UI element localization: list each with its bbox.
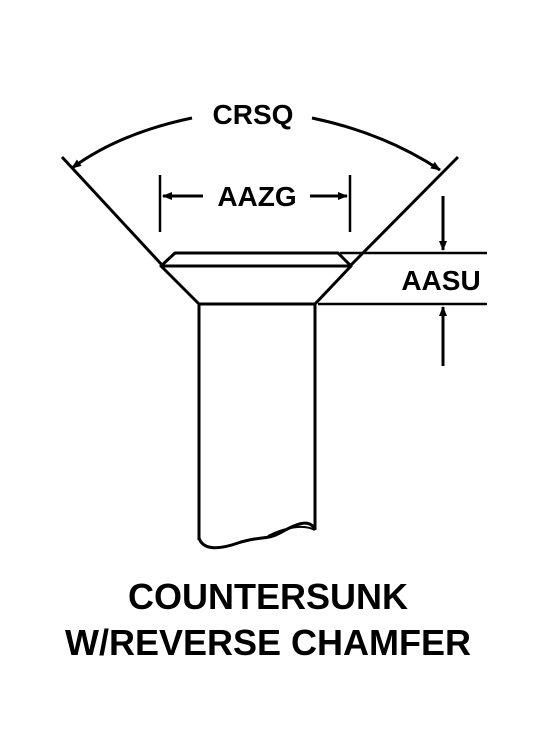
right-angle-line [349, 155, 460, 267]
head-height-label: AASU [401, 265, 480, 296]
angle-label: CRSQ [213, 99, 294, 130]
angle-arc-left [71, 116, 193, 170]
head-diameter-label: AAZG [217, 181, 296, 212]
shank-break-line [197, 521, 317, 550]
angle-arc-right [311, 116, 441, 172]
screw-head-chamfer [159, 251, 353, 268]
left-angle-line [60, 155, 164, 267]
caption-line-2: W/REVERSE CHAMFER [65, 622, 471, 663]
screw-head-countersink [159, 264, 353, 306]
shank-break-inner [267, 525, 316, 537]
caption-line-1: COUNTERSUNK [128, 576, 408, 617]
